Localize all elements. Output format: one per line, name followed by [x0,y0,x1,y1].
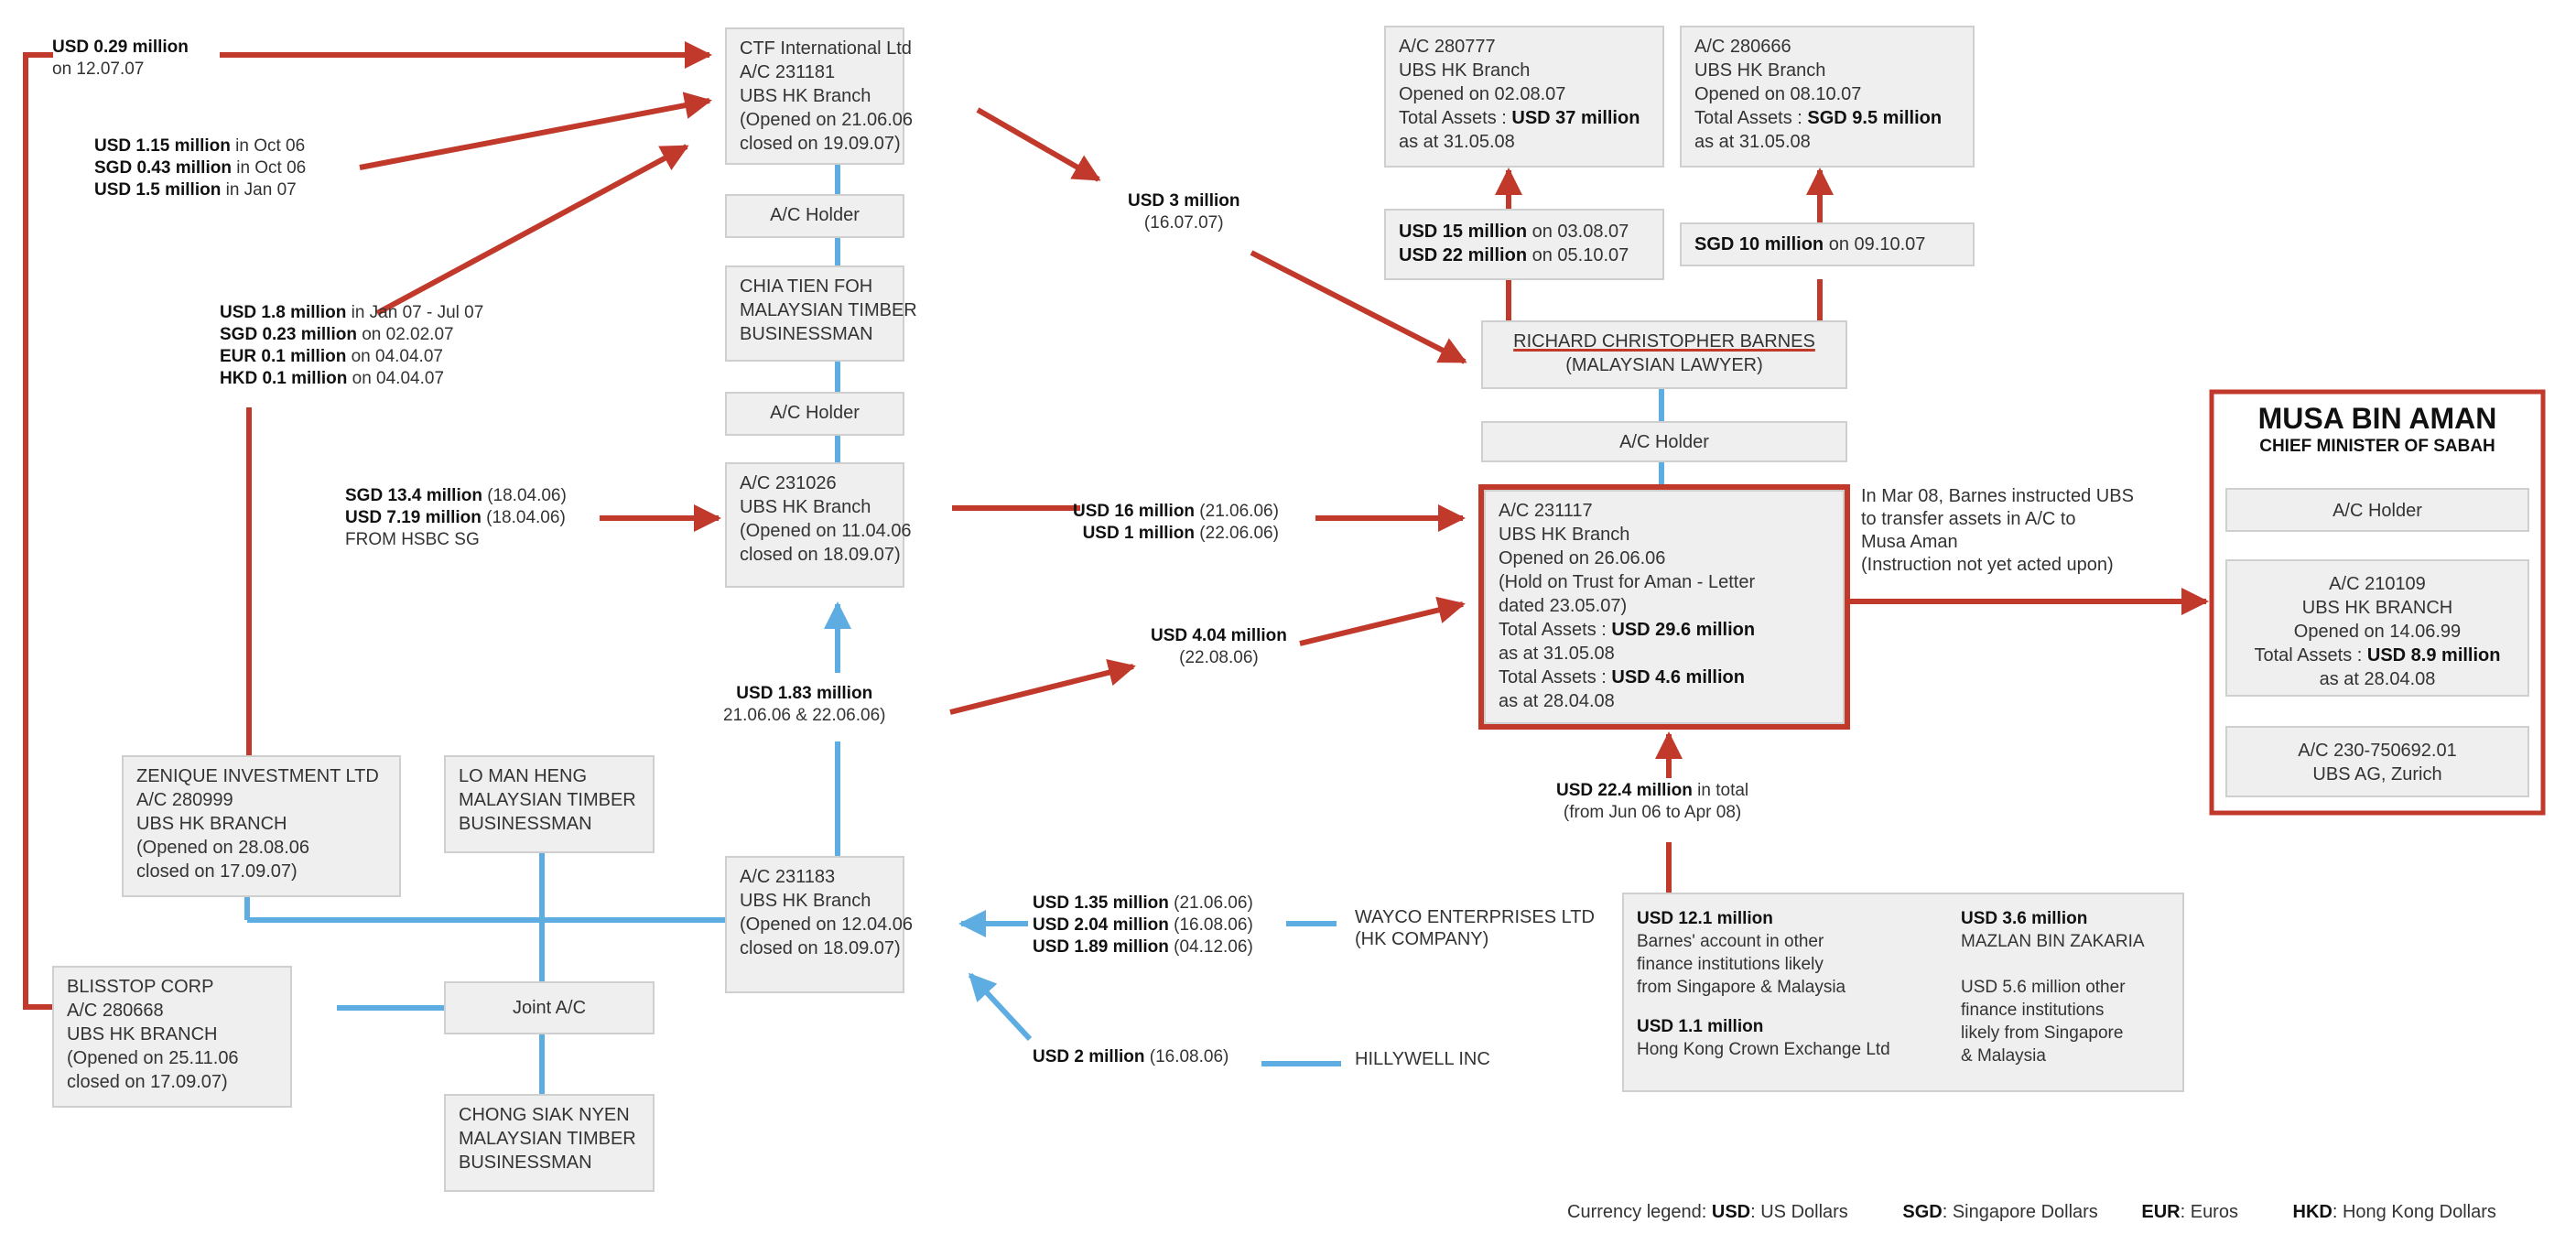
transfer-label-wayco: USD 1.35 million (21.06.06) USD 2.04 mil… [1033,893,1253,957]
joint-ac-box: Joint A/C [444,981,655,1034]
wayco-enterprises-label: WAYCO ENTERPRISES LTD(HK COMPANY) [1355,907,1595,949]
transfer-label-zenique: USD 1.8 million in Jan 07 - Jul 07 SGD 0… [220,303,484,388]
ac-holder-label-1: A/C Holder [725,194,904,238]
sources-box: USD 12.1 million Barnes' account in othe… [1622,893,2184,1092]
ac-holder-label-3: A/C Holder [1481,421,1847,462]
musa-bin-aman-panel: MUSA BIN AMAN CHIEF MINISTER OF SABAH A/… [2214,395,2540,810]
transfer-label-hillywell: USD 2 million (16.08.06) [1033,1047,1229,1066]
transfer-label-ctf-in: USD 1.15 million in Oct 06 SGD 0.43 mill… [94,136,307,200]
transfer-label-usd224: USD 22.4 million in total (from Jun 06 t… [1556,781,1749,822]
transfer-label-usd183: USD 1.83 million 21.06.06 & 22.06.06) [723,684,886,725]
transfer-label-usd16: USD 16 million (21.06.06) USD 1 million … [1073,502,1279,543]
ac-holder-label-2: A/C Holder [725,392,904,436]
transfer-label-usd404: USD 4.04 million (22.08.06) [1151,626,1287,667]
ac-zurich-box: A/C 230-750692.01 UBS AG, Zurich [2225,726,2529,797]
richard-barnes-box: RICHARD CHRISTOPHER BARNES (MALAYSIAN LA… [1481,320,1847,389]
musa-ac-holder: A/C Holder [2225,488,2529,532]
transfer-label-usd3: USD 3 million (16.07.07) [1128,191,1240,233]
transfer-label-barnes-280777: USD 15 million on 03.08.07 USD 22 millio… [1384,209,1664,280]
musa-name: MUSA BIN AMAN [2257,402,2497,435]
transfer-label-barnes-280666: SGD 10 million on 09.10.07 [1680,222,1975,266]
transfer-label-usd029: USD 0.29 million on 12.07.07 [52,38,189,79]
musa-title: CHIEF MINISTER OF SABAH [2259,437,2495,456]
currency-legend: Currency legend: USD: US Dollars SGD: Si… [1567,1202,2496,1222]
ac-210109-box: A/C 210109 UBS HK BRANCH Opened on 14.06… [2225,559,2529,697]
hillywell-inc-label: HILLYWELL INC [1355,1049,1490,1069]
transfer-label-hsbc: SGD 13.4 million (18.04.06) USD 7.19 mil… [345,486,567,549]
